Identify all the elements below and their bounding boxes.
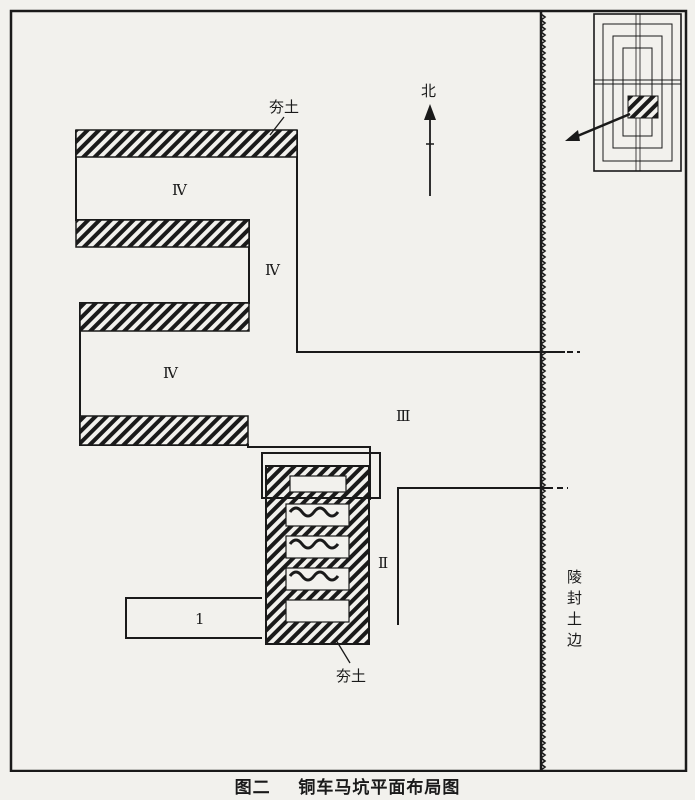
pit-iii-label: Ⅲ bbox=[396, 407, 410, 425]
mound-boundary-line bbox=[539, 11, 547, 771]
mound-edge-char: 封 bbox=[567, 589, 582, 607]
hangtu-band-4 bbox=[79, 415, 249, 446]
locator-map-icon bbox=[565, 13, 682, 172]
mound-edge-label: 陵 封 土 边 bbox=[567, 568, 582, 649]
hangtu-bottom-label: 夯土 bbox=[336, 667, 366, 685]
chariot-pit bbox=[261, 452, 381, 645]
north-label: 北 bbox=[421, 82, 436, 100]
pit-iv-label-c: Ⅳ bbox=[163, 364, 179, 382]
north-arrow-icon bbox=[424, 104, 436, 196]
mound-edge-char: 土 bbox=[567, 610, 582, 628]
pit-ii-label: Ⅱ bbox=[378, 554, 388, 572]
pit-layout-plan: 夯土 北 Ⅳ Ⅳ Ⅳ Ⅲ Ⅱ 1 夯土 陵 封 土 边 bbox=[9, 9, 688, 772]
pit-i-outline bbox=[125, 597, 262, 639]
mound-edge-char: 边 bbox=[567, 631, 582, 649]
pit-iii-outline bbox=[296, 130, 565, 353]
pit-iv-label-a: Ⅳ bbox=[172, 181, 188, 199]
pit-ii-outline bbox=[397, 487, 548, 625]
pit-i-label: 1 bbox=[195, 610, 205, 628]
hangtu-top-label: 夯土 bbox=[269, 98, 299, 116]
hangtu-bottom-leader bbox=[335, 639, 351, 664]
outer-frame bbox=[9, 9, 688, 772]
pit-iv-label-b: Ⅳ bbox=[265, 261, 281, 279]
hangtu-band-3 bbox=[79, 302, 250, 332]
figure-caption: 图二 铜车马坑平面布局图 bbox=[234, 778, 461, 798]
hangtu-band-1 bbox=[75, 129, 298, 158]
hangtu-band-2 bbox=[75, 219, 250, 248]
hangtu-top-leader bbox=[269, 116, 285, 136]
mound-edge-char: 陵 bbox=[567, 568, 582, 586]
